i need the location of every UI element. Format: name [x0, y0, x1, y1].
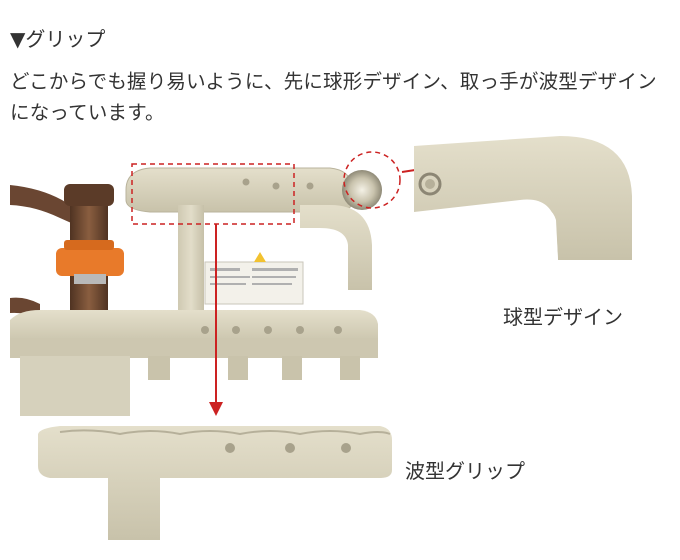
main-photo — [10, 167, 382, 416]
bolt-icon — [232, 326, 240, 334]
bolt-icon — [334, 326, 342, 334]
warning-icon — [254, 252, 266, 262]
bolt-icon — [225, 443, 235, 453]
ball-design-caption: 球型デザイン — [503, 305, 623, 329]
ball-highlight-circle — [343, 151, 401, 209]
ball-zoom-shape — [414, 136, 632, 260]
bolt-icon — [306, 182, 314, 190]
wave-grip-shape — [38, 426, 392, 540]
lower-rail — [10, 310, 378, 346]
section-title: ▼グリップ — [10, 26, 105, 52]
grip-highlight-box — [131, 163, 295, 225]
bolt-icon — [264, 326, 272, 334]
wave-grip-caption: 波型グリップ — [405, 459, 525, 483]
wave-ridge — [59, 429, 391, 436]
ball-zoom-photo — [414, 136, 632, 260]
bolt-icon — [272, 182, 280, 190]
down-arrow-head — [209, 402, 223, 416]
bolt-icon — [341, 443, 351, 453]
triangle-down-icon: ▼ — [10, 27, 26, 51]
bolt-icon — [242, 178, 250, 186]
orange-clamp-top — [64, 240, 114, 250]
bolt-icon — [418, 172, 442, 196]
grip-post — [178, 205, 204, 325]
side-loop — [300, 205, 372, 290]
ball-end — [342, 170, 382, 210]
wave-zoom-photo — [38, 426, 392, 540]
pole-cap — [64, 184, 114, 206]
orange-clamp — [56, 248, 124, 276]
brown-arm — [10, 185, 78, 226]
section-title-text: グリップ — [25, 27, 106, 51]
description-text: どこからでも握り易いように、先に球形デザイン、取っ手が波型デザインになっています… — [10, 70, 657, 124]
metal-ring — [74, 274, 106, 284]
bolt-icon — [201, 326, 209, 334]
bolt-icon — [296, 326, 304, 334]
bolt-icon — [285, 443, 295, 453]
lower-block — [20, 356, 130, 416]
